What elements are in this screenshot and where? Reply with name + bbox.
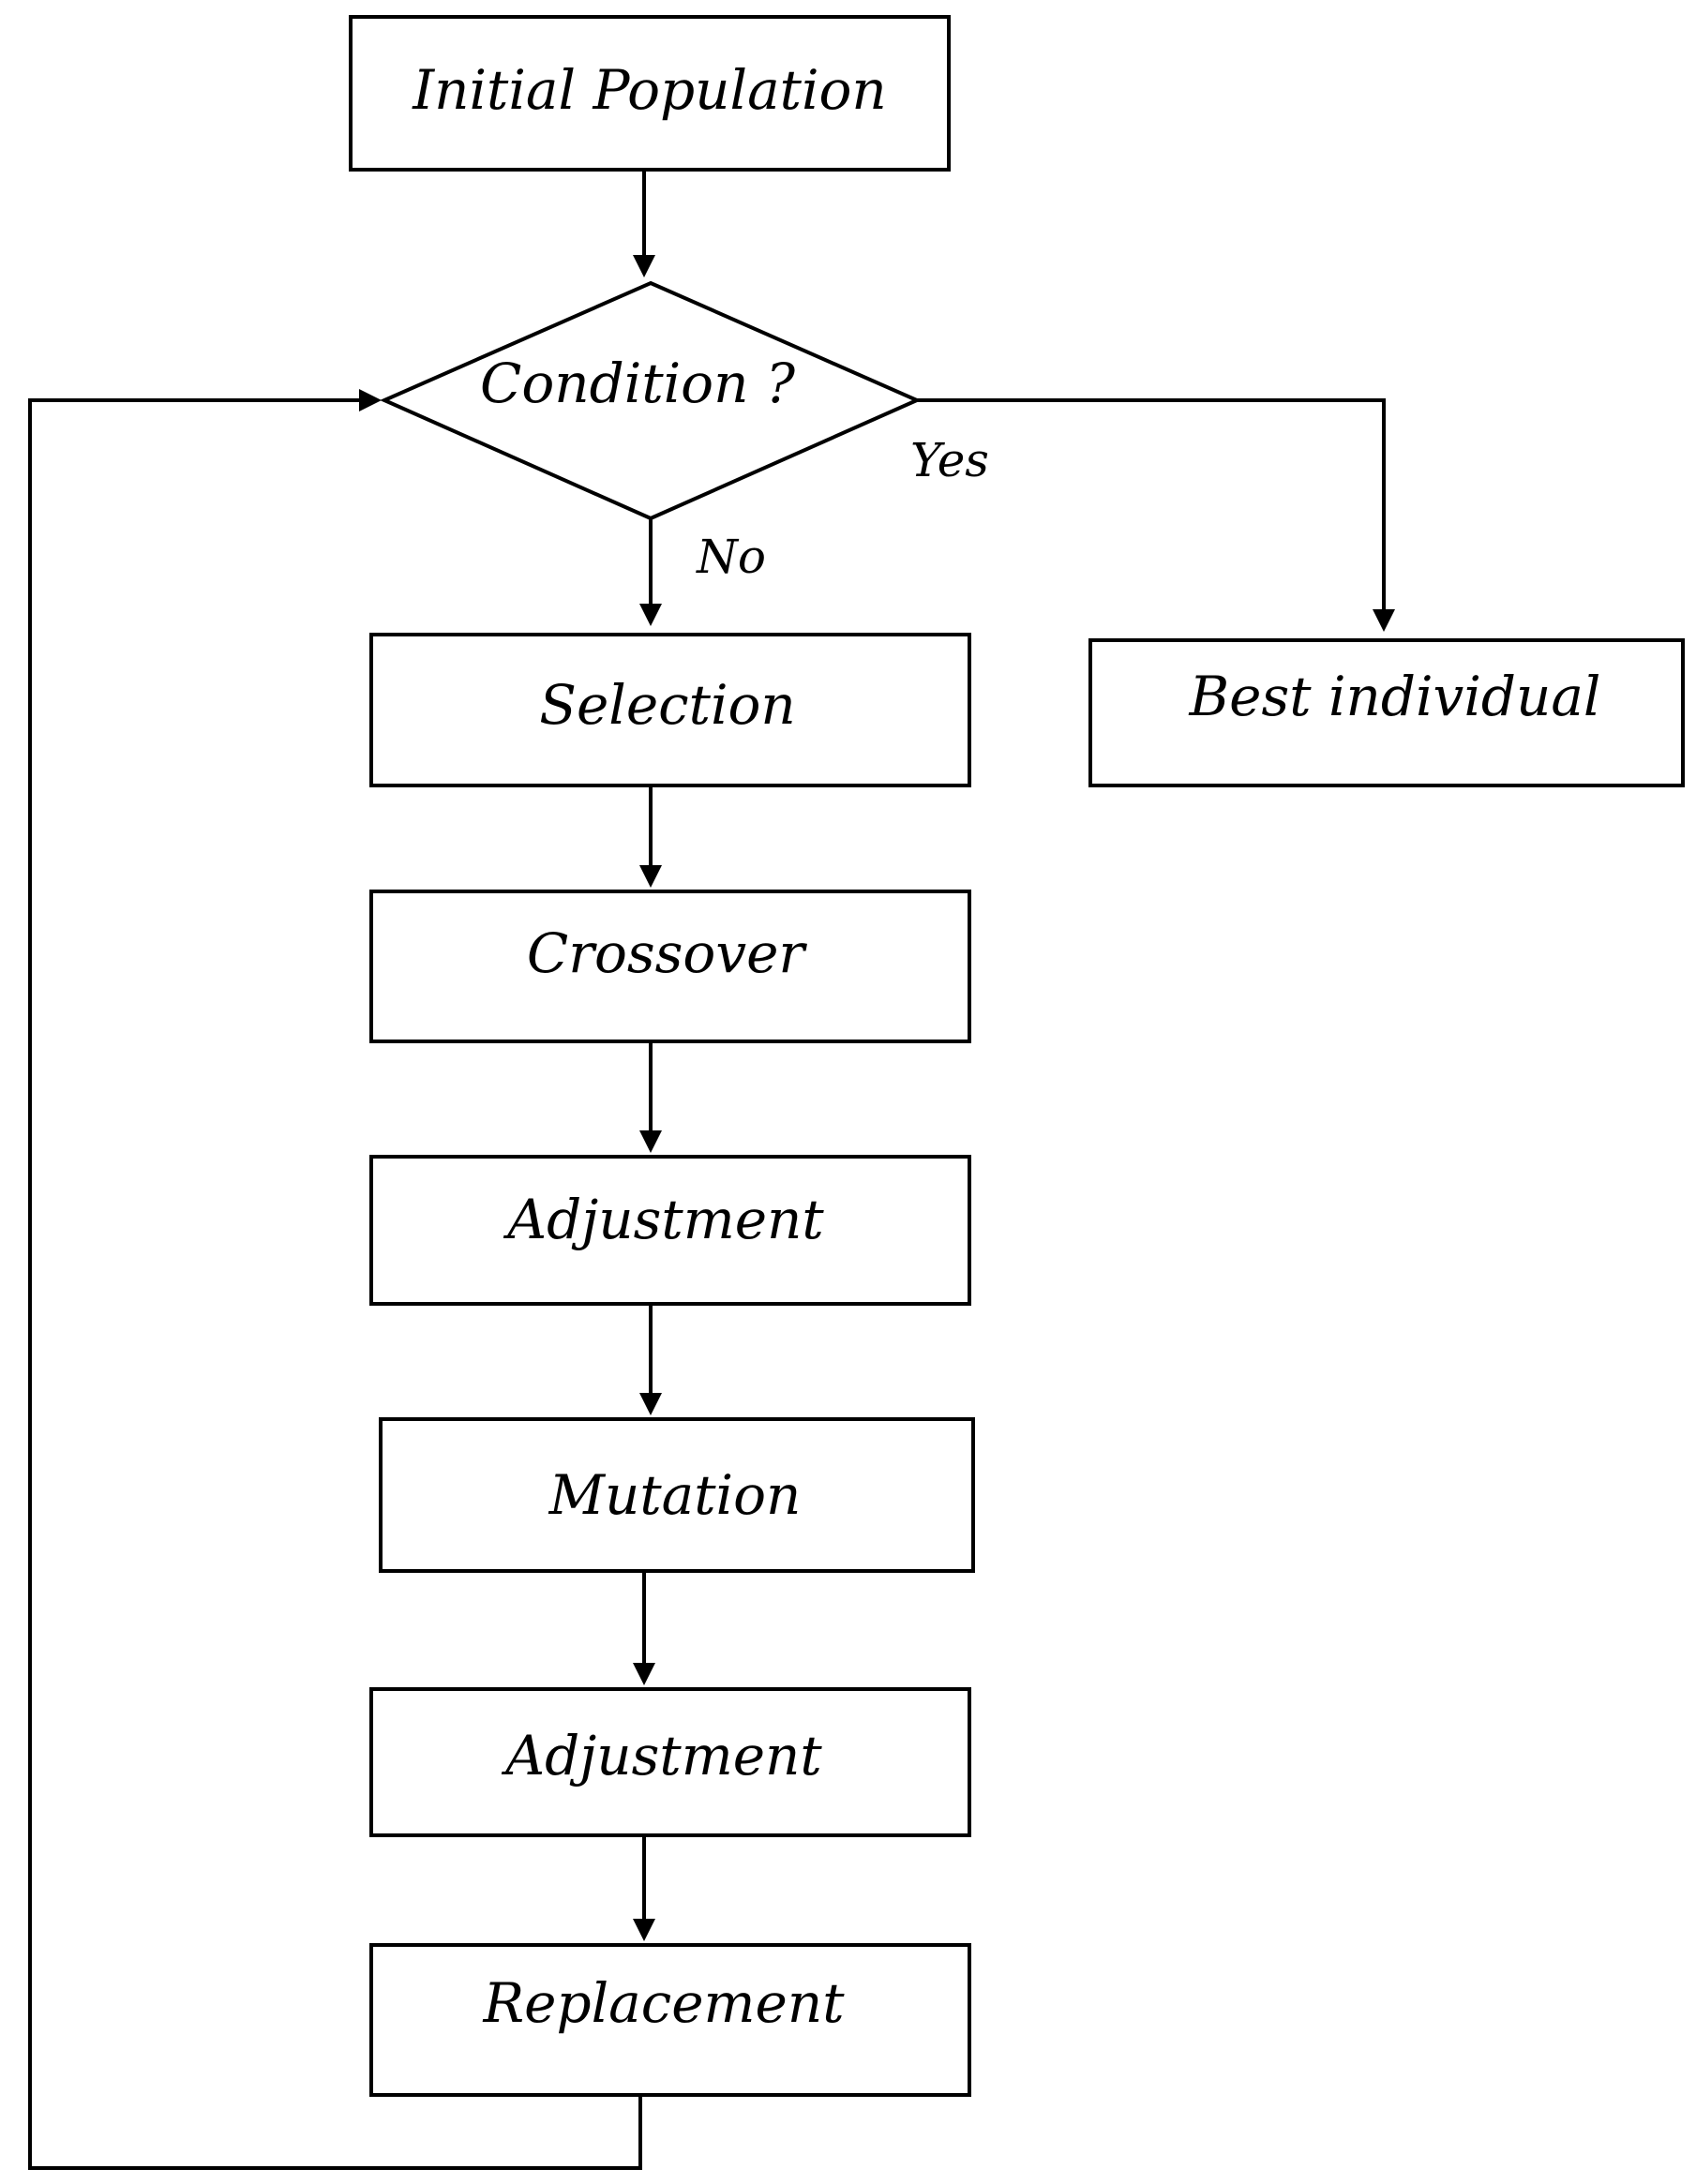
arrowhead-loop-to-condition xyxy=(359,389,382,411)
arrowhead-initial-to-condition xyxy=(633,255,655,277)
connectors xyxy=(28,170,1395,2170)
node-selection: Selection xyxy=(369,633,971,787)
edge-label-yes: Yes xyxy=(910,433,989,487)
node-adjustment-1: Adjustment xyxy=(369,1155,971,1306)
node-crossover: Crossover xyxy=(369,890,971,1043)
node-mutation: Mutation xyxy=(379,1417,975,1573)
node-label-replacement: Replacement xyxy=(482,1971,845,2035)
node-label-crossover: Crossover xyxy=(527,921,808,985)
node-initial-population: Initial Population xyxy=(349,15,951,172)
node-replacement: Replacement xyxy=(369,1943,971,2097)
arrowhead-adjustment2-to-replacement xyxy=(633,1919,655,1941)
node-label-selection: Selection xyxy=(539,673,796,737)
node-label-adjustment-1: Adjustment xyxy=(503,1188,824,1251)
node-label-condition: Condition ? xyxy=(480,352,796,415)
node-best-individual: Best individual xyxy=(1088,638,1685,787)
arrowhead-mutation-to-adjustment2 xyxy=(633,1663,655,1685)
node-label-best-individual: Best individual xyxy=(1189,665,1601,728)
node-label-initial-population: Initial Population xyxy=(412,58,887,122)
node-condition-decision: Condition ? xyxy=(380,280,922,521)
node-adjustment-2: Adjustment xyxy=(369,1687,971,1837)
arrowhead-condition-to-best xyxy=(1373,609,1395,632)
arrowhead-crossover-to-adjustment1 xyxy=(639,1130,662,1153)
arrowhead-selection-to-crossover xyxy=(639,865,662,888)
edge-label-no: No xyxy=(696,530,766,584)
arrowhead-adjustment1-to-mutation xyxy=(639,1393,662,1415)
node-label-adjustment-2: Adjustment xyxy=(501,1724,822,1788)
node-label-mutation: Mutation xyxy=(548,1463,802,1527)
edge-condition-to-best xyxy=(917,398,1386,611)
edge-replacement-loop-to-condition xyxy=(28,398,642,2170)
arrowhead-condition-to-selection xyxy=(639,604,662,626)
